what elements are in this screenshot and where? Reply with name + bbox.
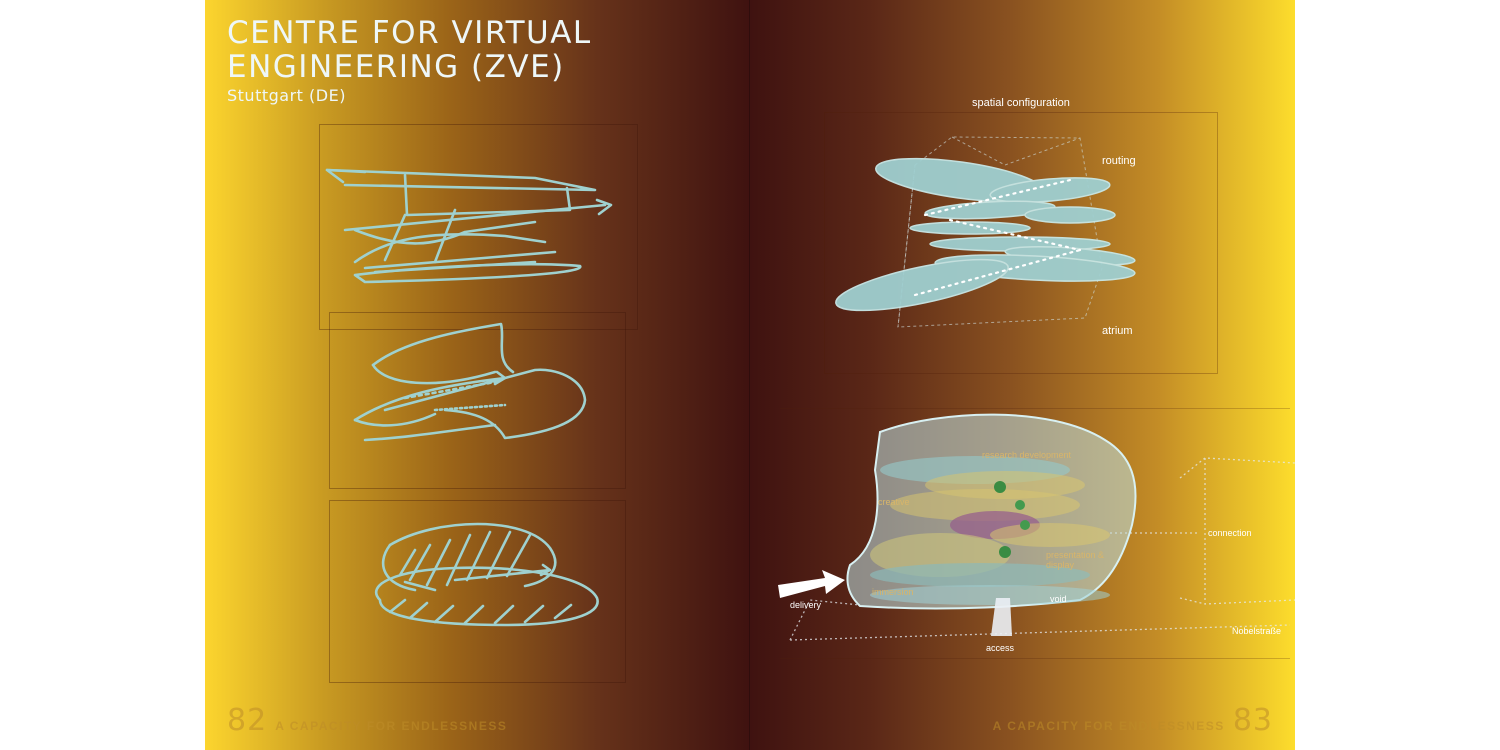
presentation-label-2: display xyxy=(1046,560,1075,570)
atrium-label: atrium xyxy=(1102,325,1133,337)
page-number: 82 xyxy=(227,703,268,738)
creative-label: creative xyxy=(878,497,910,507)
left-footer: 82 A CAPACITY FOR ENDLESSNESS xyxy=(227,703,507,738)
access-arrow xyxy=(991,598,1012,636)
access-label: access xyxy=(986,643,1015,653)
delivery-label: delivery xyxy=(790,600,822,610)
running-head: A CAPACITY FOR ENDLESSNESS xyxy=(992,719,1225,733)
presentation-label-1: presentation & xyxy=(1046,550,1105,560)
sketch-frame-2 xyxy=(329,312,626,489)
page-number: 83 xyxy=(1232,703,1273,738)
sketch-1-stacked-lines xyxy=(325,168,613,284)
concept-sketches xyxy=(325,168,613,627)
location-subtitle: Stuttgart (DE) xyxy=(227,86,346,105)
research-label: research development xyxy=(982,450,1072,460)
sketch-3-spiral-oval xyxy=(374,522,599,627)
spatial-configuration-diagram xyxy=(835,136,1136,328)
sketch-frame-1 xyxy=(319,124,638,330)
immersion-label: immersion xyxy=(872,587,914,597)
delivery-arrow xyxy=(778,570,845,598)
program-diagram-rule-top xyxy=(780,408,1290,409)
book-gutter xyxy=(749,0,750,750)
right-footer: A CAPACITY FOR ENDLESSNESS 83 xyxy=(993,703,1273,738)
connection-label: connection xyxy=(1208,528,1252,538)
title-line-2: ENGINEERING (ZVE) xyxy=(227,49,565,85)
spatial-diagram-frame xyxy=(824,112,1218,374)
running-head: A CAPACITY FOR ENDLESSNESS xyxy=(275,719,508,733)
title-line-1: CENTRE FOR VIRTUAL xyxy=(227,15,592,51)
book-spread: CENTRE FOR VIRTUAL ENGINEERING (ZVE) Stu… xyxy=(205,0,1295,750)
sketch-2-folded-form xyxy=(353,322,587,442)
right-page: spatial configuration xyxy=(750,0,1295,750)
street-label: Nobelstraße xyxy=(1232,626,1282,636)
routing-label: routing xyxy=(1102,155,1136,167)
diagram-heading: spatial configuration xyxy=(972,97,1070,109)
page-title: CENTRE FOR VIRTUAL ENGINEERING (ZVE) xyxy=(227,16,592,84)
void-label: void xyxy=(1050,594,1067,604)
program-diagram xyxy=(778,413,1295,641)
left-page: CENTRE FOR VIRTUAL ENGINEERING (ZVE) Stu… xyxy=(205,0,750,750)
sketch-frame-3 xyxy=(329,500,626,683)
program-diagram-rule-bottom xyxy=(780,658,1290,659)
